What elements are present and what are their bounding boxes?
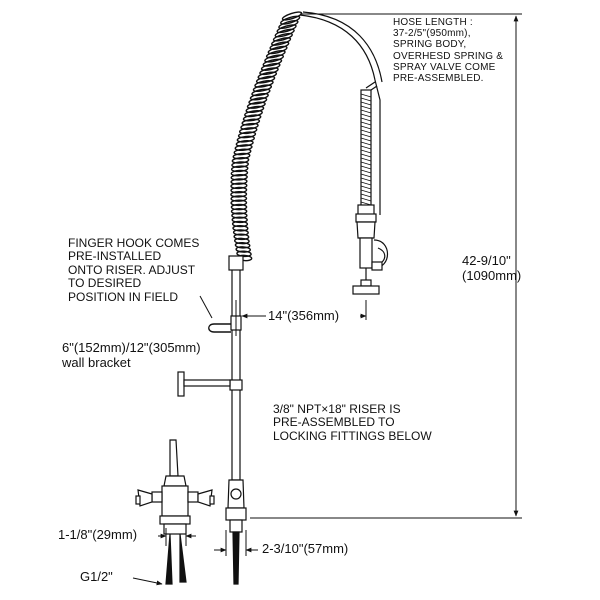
base-dimension	[214, 530, 258, 556]
riser-note: 3/8" NPT×18" RISER IS PRE-ASSEMBLED TO L…	[273, 402, 432, 443]
shank-dimension	[158, 528, 196, 546]
shank-dimension-label: 1-1/8"(29mm)	[58, 527, 138, 542]
spray-valve	[352, 89, 389, 295]
wall-bracket	[177, 371, 231, 397]
wall-bracket-note: 6"(152mm)/12"(305mm) wall bracket	[62, 340, 201, 370]
height-dimension-line	[250, 13, 522, 519]
finger-hook-note: FINGER HOOK COMES PRE-INSTALLED ONTO RIS…	[68, 236, 200, 304]
thread-leader	[132, 577, 163, 586]
finger-hook	[199, 295, 231, 333]
reach-dimension	[235, 300, 367, 336]
hose-length-note: HOSE LENGTH : 37-2/5"(950mm), SPRING BOD…	[393, 17, 504, 84]
base-dimension-label: 2-3/10"(57mm)	[262, 541, 349, 556]
height-dimension-label: 42-9/10" (1090mm)	[462, 253, 522, 283]
hose-spring	[230, 11, 303, 262]
reach-dimension-label: 14"(356mm)	[268, 308, 340, 323]
mixing-valve	[135, 439, 215, 585]
thread-size-label: G1/2"	[80, 569, 113, 584]
